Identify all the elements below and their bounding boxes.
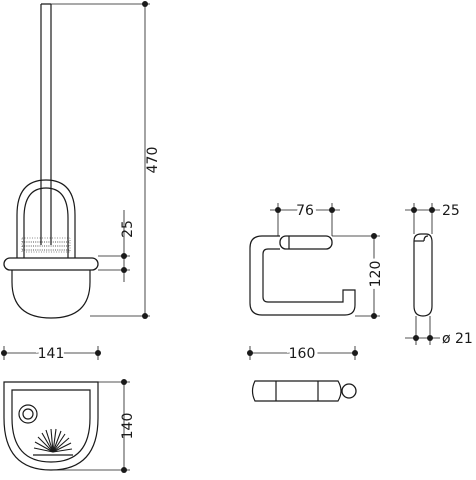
label-side-diameter: ø 21: [442, 331, 473, 347]
dimension-brush-width: 141: [1, 343, 101, 365]
brush-bowl: [11, 270, 91, 319]
brush-head: [21, 237, 71, 253]
roll-holder-front-view: [249, 235, 356, 316]
label-side-thickness: 25: [442, 203, 460, 219]
label-holder-width: 160: [289, 346, 316, 362]
brush-top-outer: [3, 381, 99, 471]
holder-top-bar: [251, 380, 342, 402]
brush-handle: [40, 3, 52, 245]
holder-arm: [249, 235, 356, 316]
side-view: [413, 233, 433, 317]
dimension-side-diameter: ø 21: [405, 316, 473, 347]
toilet-brush-top-view: [3, 381, 99, 471]
label-brush-height: 470: [145, 147, 161, 174]
dimension-side-thickness: 25: [405, 203, 460, 234]
holder-roll-bar: [279, 235, 333, 250]
toilet-brush-front-view: [3, 3, 99, 319]
dimension-holder-width: 160: [247, 343, 358, 365]
dimension-brush-rim: 25: [98, 210, 136, 282]
dimension-brush-height: 470: [51, 1, 161, 319]
brush-top-bristles: [33, 428, 73, 453]
holder-top-end-cap: [341, 383, 357, 399]
label-holder-height: 120: [368, 261, 384, 288]
dimension-holder-height: 120: [332, 233, 387, 319]
brush-top-inner: [11, 389, 91, 463]
dimension-brush-depth: 140: [51, 379, 136, 473]
brush-cage-inner: [23, 187, 69, 258]
brush-cage-outer: [16, 179, 76, 258]
side-view-body: [413, 233, 433, 317]
label-brush-depth: 140: [120, 413, 136, 440]
label-holder-depth: 76: [296, 203, 314, 219]
dimension-holder-depth: 76: [270, 200, 340, 236]
brush-bowl-rim: [3, 257, 99, 271]
label-brush-rim: 25: [120, 220, 136, 238]
roll-holder-top-view: [251, 380, 357, 402]
brush-top-handle: [18, 404, 38, 424]
label-brush-width: 141: [38, 346, 65, 362]
